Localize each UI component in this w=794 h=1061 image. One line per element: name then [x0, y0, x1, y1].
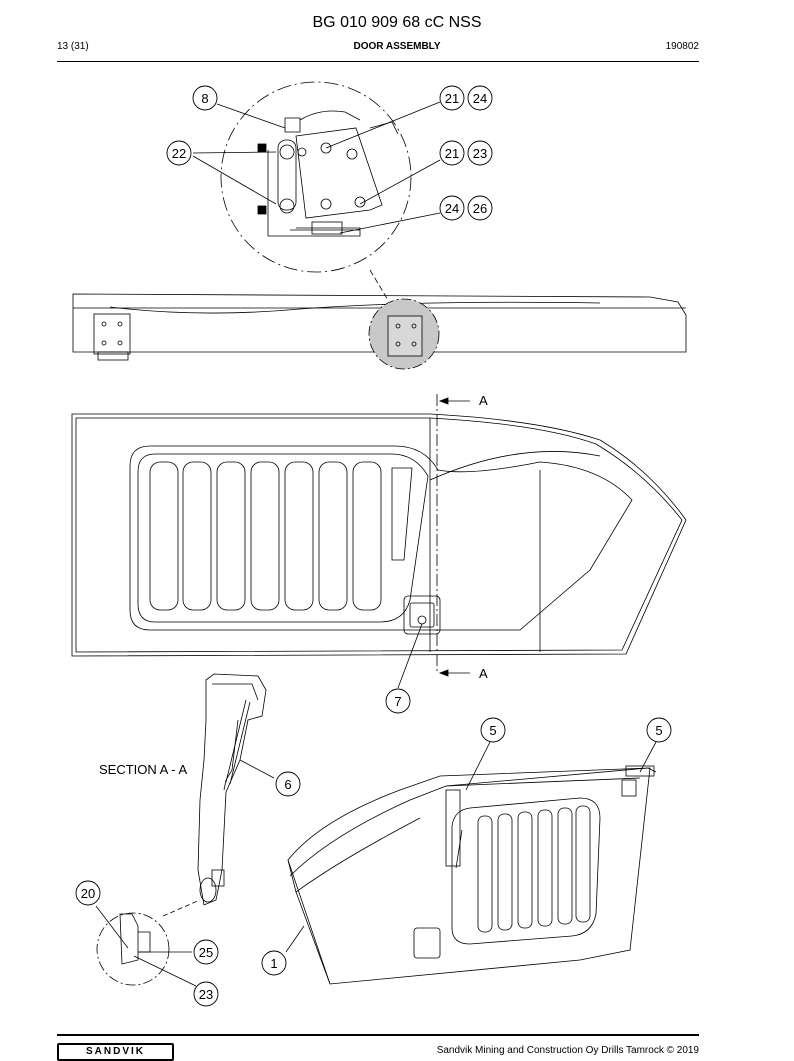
- hinge-detail-view: [192, 81, 441, 301]
- callout-8: 8: [201, 91, 208, 106]
- callout-7-circle: [385, 688, 411, 714]
- door-isometric-view: [285, 741, 657, 985]
- callout-22-circle: [166, 140, 192, 166]
- callout-24a: 24: [473, 91, 487, 106]
- callout-5b-circle: [646, 717, 672, 743]
- callout-5a-circle: [480, 717, 506, 743]
- footer-rule: [57, 1034, 699, 1036]
- callout-25-circle: [193, 939, 219, 965]
- callout-21a: 21: [445, 91, 459, 106]
- section-title: DOOR ASSEMBLY: [353, 41, 441, 52]
- callout-1: 1: [270, 956, 277, 971]
- callout-25: 25: [199, 945, 213, 960]
- section-a-a-label: SECTION A - A: [99, 762, 187, 777]
- callout-23a: 23: [473, 146, 487, 161]
- callout-1-circle: [261, 950, 287, 976]
- section-a-a-view: [95, 673, 275, 987]
- callout-21b: 21: [445, 146, 459, 161]
- callout-23b: 23: [199, 987, 213, 1002]
- callout-21a-circle: [439, 85, 465, 111]
- callout-5b: 5: [655, 723, 662, 738]
- callout-24b: 24: [445, 201, 459, 216]
- sandvik-logo: SANDVIK: [57, 1043, 174, 1061]
- callout-20: 20: [81, 886, 95, 901]
- callout-23a-circle: [467, 140, 493, 166]
- copyright-text: Sandvik Mining and Construction Oy Drill…: [436, 1045, 699, 1056]
- callout-8-circle: [192, 85, 218, 111]
- callout-24a-circle: [467, 85, 493, 111]
- header-rule: [57, 61, 699, 62]
- callout-24b-circle: [439, 195, 465, 221]
- door-plan-view: [72, 293, 687, 370]
- callout-6-circle: [275, 771, 301, 797]
- callout-circles: [75, 85, 672, 1007]
- callout-5a: 5: [489, 723, 496, 738]
- date-code: 190802: [665, 41, 699, 52]
- callout-20-circle: [75, 880, 101, 906]
- callout-26: 26: [473, 201, 487, 216]
- callout-22: 22: [172, 146, 186, 161]
- section-marker-top: A: [479, 393, 488, 408]
- document-number: BG 010 909 68 cC NSS: [312, 14, 482, 31]
- callout-23b-circle: [193, 981, 219, 1007]
- page-number: 13 (31): [57, 41, 89, 52]
- callout-26-circle: [467, 195, 493, 221]
- section-marker-bottom: A: [479, 666, 488, 681]
- callout-21b-circle: [439, 140, 465, 166]
- callout-7: 7: [394, 694, 401, 709]
- callout-6: 6: [284, 777, 291, 792]
- door-side-view: [71, 394, 687, 689]
